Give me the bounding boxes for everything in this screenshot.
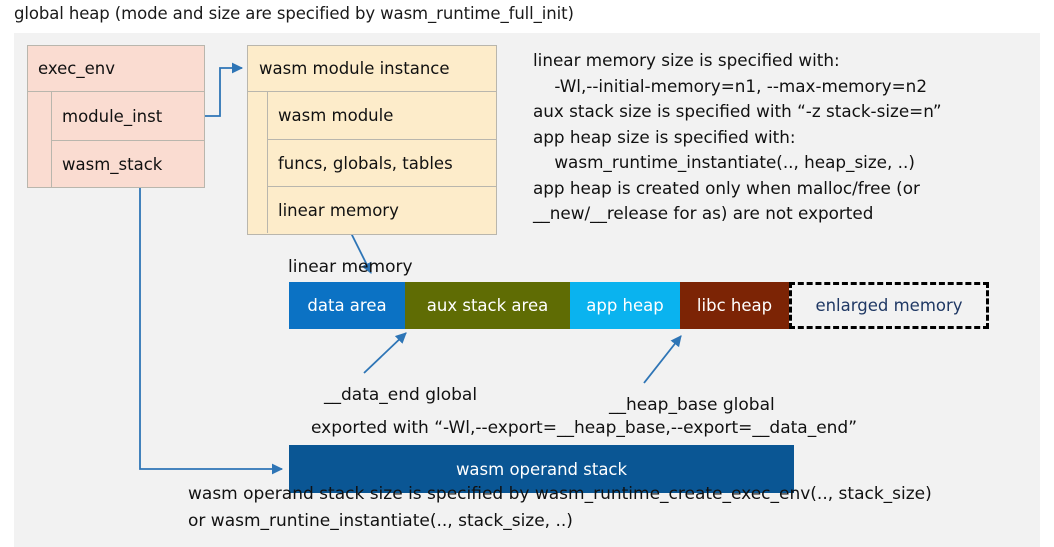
row-linear-memory: linear memory xyxy=(268,186,496,233)
annotation-heap-base: __heap_base global xyxy=(609,395,775,415)
linear-memory-notes: linear memory size is specified with: -W… xyxy=(533,50,942,223)
exec-env-header: exec_env xyxy=(28,46,204,92)
exec-env-row-module-inst: module_inst xyxy=(62,106,163,126)
exec-env-rows: module_inst wasm_stack xyxy=(28,92,204,188)
exec-env-box: exec_env module_inst wasm_stack xyxy=(27,45,205,188)
wasm-module-instance-body: wasm module funcs, globals, tables linea… xyxy=(268,92,496,233)
exec-env-body: module_inst wasm_stack xyxy=(52,92,204,188)
memory-segment-libc-heap: libc heap xyxy=(680,282,789,329)
arrow-data-end xyxy=(363,332,407,374)
annotation-exported: exported with “-Wl,--export=__heap_base,… xyxy=(311,418,858,438)
row-wasm-module: wasm module xyxy=(278,106,394,125)
exec-env-gutter xyxy=(28,92,52,188)
wasm-module-instance-header: wasm module instance xyxy=(248,46,496,92)
exec-env-row-wasm-stack: wasm_stack xyxy=(52,140,204,188)
wasm-module-instance-rows: wasm module funcs, globals, tables linea… xyxy=(248,92,496,233)
wasm-module-instance-gutter xyxy=(248,92,268,233)
wasm-module-instance-box: wasm module instance wasm module funcs, … xyxy=(247,45,497,235)
operand-stack-note: wasm operand stack size is specified by … xyxy=(188,484,932,531)
memory-segment-enlarged-memory: enlarged memory xyxy=(789,282,989,329)
wasm-operand-stack-box: wasm operand stack xyxy=(289,445,794,493)
linear-memory-caption: linear memory xyxy=(288,257,413,277)
page-title: global heap (mode and size are specified… xyxy=(14,4,574,23)
memory-segment-data-area: data area xyxy=(289,282,405,329)
row-funcs-globals-tables: funcs, globals, tables xyxy=(268,139,496,186)
diagram-canvas: exec_env module_inst wasm_stack wasm mod… xyxy=(14,33,1040,547)
annotation-data-end: __data_end global xyxy=(324,385,478,405)
arrow-heap-base xyxy=(643,335,682,384)
memory-segment-app-heap: app heap xyxy=(570,282,680,329)
memory-segment-aux-stack-area: aux stack area xyxy=(405,282,570,329)
